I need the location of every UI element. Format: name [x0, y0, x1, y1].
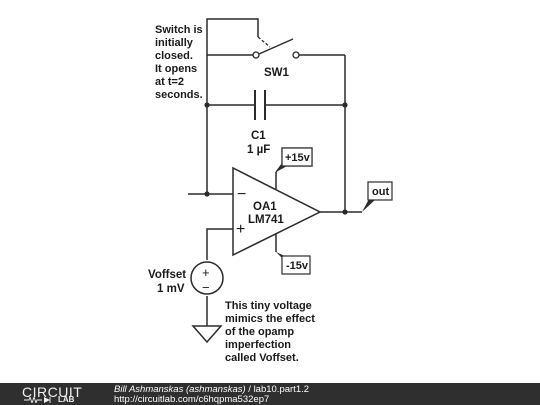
neg-supply-flag[interactable]: -15v — [276, 252, 311, 275]
footer-title: Bill Ashmanskas (ashmanskas) / lab10.par… — [114, 384, 309, 395]
switch-sw1[interactable]: SW1 — [252, 36, 300, 79]
pos-supply-flag[interactable]: +15v — [275, 147, 313, 173]
source-plus-symbol: + — [202, 265, 210, 280]
opamp-minus-symbol: − — [237, 186, 246, 203]
noninverting-wires — [206, 228, 233, 326]
source-minus-symbol: − — [202, 280, 210, 295]
footer-bar: CIRCUIT LAB Bill Ashmanskas (ashmanskas)… — [0, 383, 540, 405]
circuit-schematic: Switch is initially closed. It opens at … — [148, 18, 393, 364]
footer-project[interactable]: lab10.part1.2 — [253, 384, 310, 395]
footer-url[interactable]: http://circuitlab.com/c6hqpma532ep7 — [114, 394, 270, 405]
opamp-oa1[interactable]: − + OA1 LM741 — [232, 166, 322, 257]
neg-supply-label: -15v — [286, 260, 309, 272]
output-label: out — [372, 186, 389, 198]
ground-icon — [191, 325, 223, 344]
switch-wires — [206, 18, 346, 212]
circuitlab-logo-icon — [24, 397, 51, 403]
opamp-name: OA1 — [253, 201, 277, 213]
opamp-model: LM741 — [248, 214, 284, 226]
voffset-note: This tiny voltage mimics the effect of t… — [225, 300, 318, 364]
capacitor-name: C1 — [251, 130, 266, 142]
footer-author[interactable]: Bill Ashmanskas (ashmanskas) — [114, 384, 246, 395]
voffset-source[interactable]: + − — [190, 261, 224, 295]
switch-note: Switch is initially closed. It opens at … — [155, 24, 206, 101]
pos-supply-label: +15v — [285, 152, 311, 164]
capacitor-wires — [206, 104, 345, 194]
switch-label: SW1 — [264, 67, 290, 79]
capacitor-value: 1 µF — [247, 144, 270, 156]
source-value: 1 mV — [157, 283, 185, 295]
source-name: Voffset — [148, 269, 186, 281]
capacitor-c1[interactable] — [254, 90, 266, 120]
brand-circuit[interactable]: CIRCUIT — [22, 384, 83, 400]
output-flag[interactable]: out — [362, 181, 393, 212]
footer-separator: / — [245, 384, 254, 395]
brand-lab: LAB — [58, 395, 75, 404]
opamp-plus-symbol: + — [236, 221, 245, 238]
